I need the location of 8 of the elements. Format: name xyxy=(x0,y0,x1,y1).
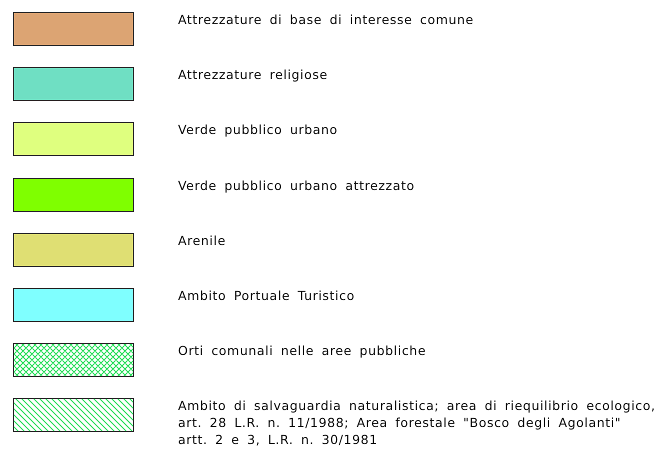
legend-label: Attrezzature di base di interesse comune xyxy=(178,11,475,28)
legend-label: Arenile xyxy=(178,232,227,249)
legend-label: Ambito di salvaguardia naturalistica; area di riequilibrio ecologico, art. 28 L.R. n. 11/1988; Area forestale "Bosco degli Agolanti" artt. 2 e 3, L.R. n. 30/1981 xyxy=(178,397,657,448)
legend-label: Attrezzature religiose xyxy=(178,66,329,84)
legend-label: Orti comunali nelle aree pubbliche xyxy=(178,342,428,360)
legend-label: Verde pubblico urbano attrezzato xyxy=(178,176,416,194)
legend-label: Verde pubblico urbano xyxy=(178,121,339,138)
legend-label: Ambito Portuale Turistico xyxy=(178,287,356,304)
